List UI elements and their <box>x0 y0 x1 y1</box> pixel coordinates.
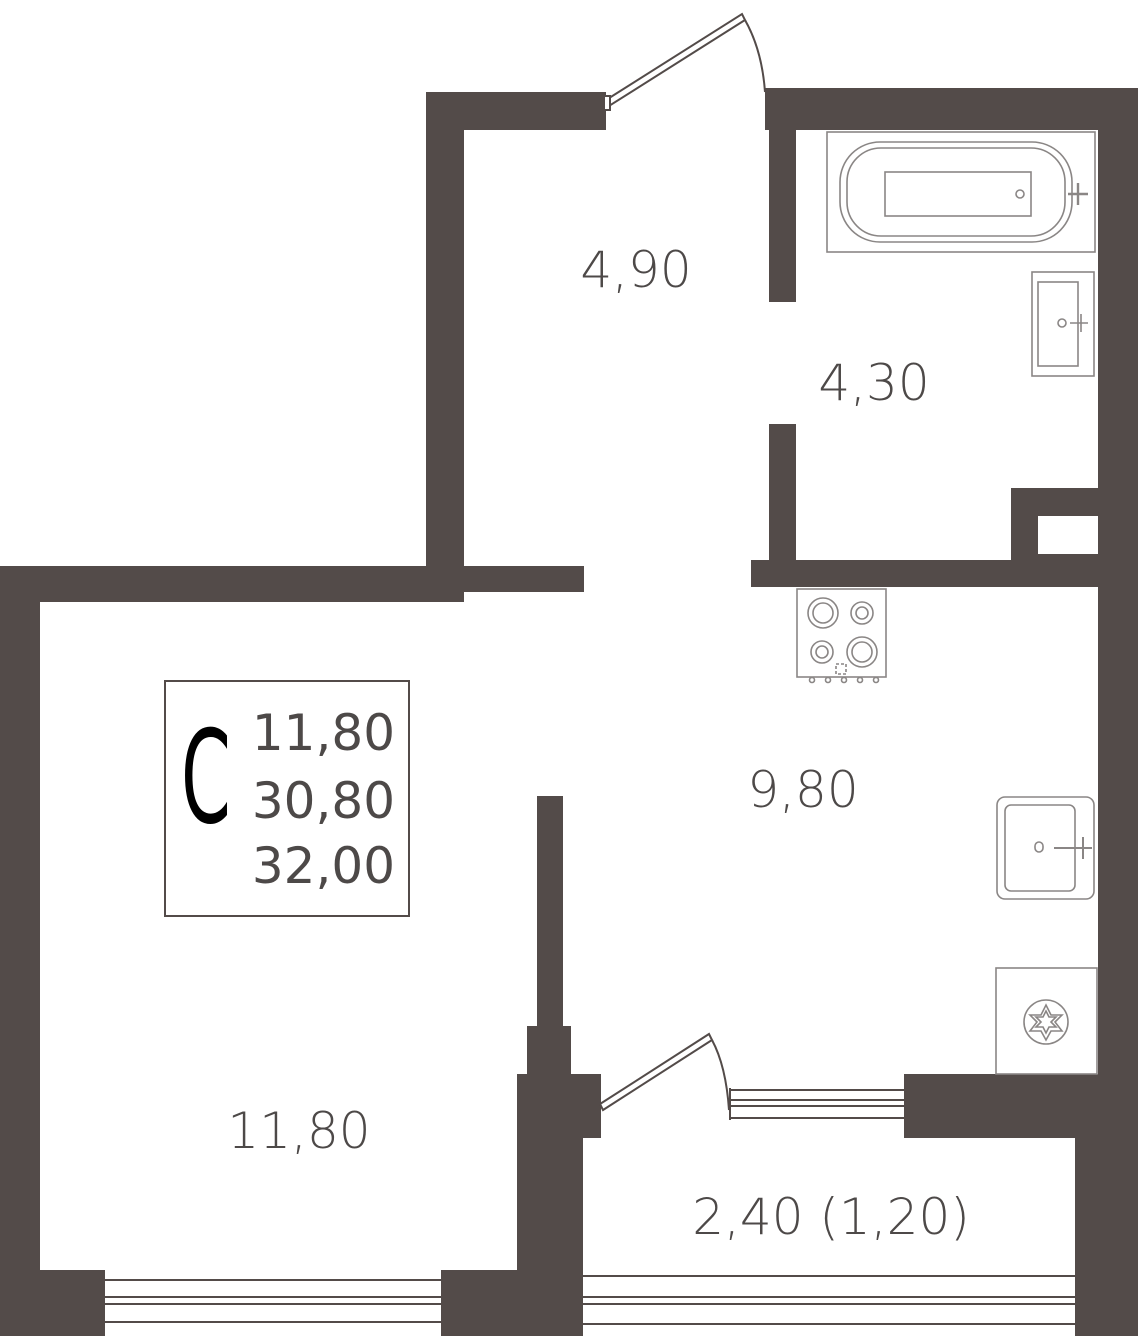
apartment-summary-badge: С 11,80 30,80 32,00 <box>164 680 410 917</box>
stove-icon <box>796 588 887 684</box>
total-area-value: 30,80 <box>252 772 395 830</box>
wall-segment <box>0 566 464 602</box>
wall-segment <box>765 88 1138 130</box>
boiler-icon <box>995 967 1098 1075</box>
wall-segment <box>1098 88 1138 1088</box>
wall-segment <box>0 1270 104 1336</box>
washbasin-icon <box>1031 271 1095 377</box>
window-icon <box>103 1270 443 1336</box>
bathtub-icon <box>826 131 1096 253</box>
wall-segment <box>0 566 40 1336</box>
wall-segment <box>751 560 1098 587</box>
door-icon <box>598 1032 730 1112</box>
wall-segment <box>904 1074 1138 1138</box>
apartment-type-letter: С <box>181 704 231 853</box>
door-icon <box>603 12 766 111</box>
kitchen-sink-icon <box>996 796 1095 900</box>
total-area-with-balcony-value: 32,00 <box>252 837 395 895</box>
shaft-inner <box>1038 516 1098 554</box>
wall-segment <box>769 424 796 564</box>
hallway-area-label: 4,90 <box>580 241 691 299</box>
balcony-area-label: 2,40 (1,20) <box>692 1188 970 1246</box>
wall-segment <box>517 1074 601 1138</box>
wall-segment <box>464 566 584 592</box>
wall-segment <box>1075 1136 1138 1336</box>
wall-segment <box>517 1136 583 1336</box>
window-icon <box>729 1088 904 1120</box>
badge-frame <box>164 680 410 917</box>
wall-segment <box>527 1026 571 1076</box>
wall-segment <box>769 130 796 302</box>
wall-segment <box>426 92 464 602</box>
window-icon <box>583 1275 1075 1325</box>
kitchen-area-label: 9,80 <box>747 761 858 819</box>
wall-segment <box>537 796 563 1028</box>
bathroom-area-label: 4,30 <box>818 354 929 412</box>
living-room-area-label: 11,80 <box>227 1102 370 1160</box>
living-area-value: 11,80 <box>252 704 395 762</box>
